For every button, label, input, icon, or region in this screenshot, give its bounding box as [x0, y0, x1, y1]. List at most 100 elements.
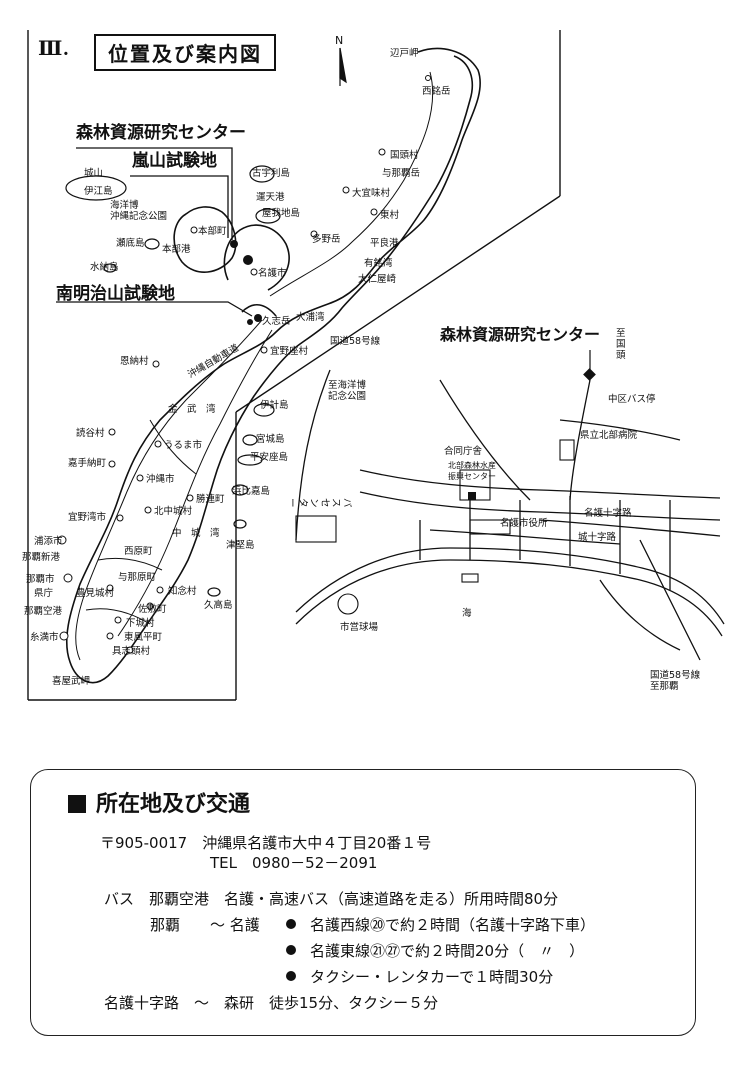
walk-line: 名護十字路 ～ 森研 徒歩15分、タクシー５分 [104, 994, 439, 1012]
place-henza: 平安座島 [250, 451, 288, 463]
place-kyoda: 久志岳 [262, 315, 291, 327]
place-uruma: うるま市 [164, 439, 203, 451]
place-tano: 多野岳 [312, 233, 341, 245]
inset-bus-center: バスセンター [286, 498, 352, 508]
route-from: 那覇 ～ 名護 [150, 916, 260, 934]
callout-leaders [56, 147, 253, 317]
callout-center: 森林資源研究センター [76, 122, 246, 143]
place-onna: 恩納村 [120, 355, 149, 367]
place-hedo: 辺戸岬 [390, 48, 419, 59]
place-okinawa-city: 沖縄市 [146, 473, 175, 485]
place-sesoko: 瀬底島 [116, 237, 145, 249]
place-kin-bay: 金 武 湾 [168, 403, 216, 415]
tel-line: TEL 0980－52－2091 [210, 854, 378, 872]
place-kadena: 嘉手納町 [68, 457, 107, 469]
place-shimotomigusuku: 下城村 [126, 617, 155, 629]
bullet-dot-icon [286, 945, 296, 955]
inset-city-hall: 名護市役所 [500, 517, 548, 529]
place-yagaji: 屋我地島 [262, 207, 300, 219]
inset-to-expo: 至海洋博記念公園 [328, 379, 367, 402]
inset-map-streets [295, 369, 725, 661]
place-gushikami: 具志頭村 [112, 645, 151, 657]
place-miyagi: 宮城島 [256, 433, 285, 445]
place-unten: 運天港 [256, 191, 285, 203]
callout-arashiyama: 嵐山試験地 [132, 150, 217, 171]
north-arrow-icon [339, 47, 347, 86]
place-nishimine: 西銘岳 [422, 85, 451, 97]
place-hamahiga: 浜比嘉島 [232, 485, 270, 497]
place-chinen: 知念村 [168, 585, 197, 597]
place-nakagusuku-bay: 中 城 湾 [172, 527, 220, 539]
place-kochinda: 東風平町 [124, 631, 163, 643]
inset-bus-stop: 中区バス停 [608, 393, 656, 405]
square-bullet-icon [68, 795, 86, 813]
route-3: タクシー・レンタカーで１時間30分 [286, 966, 553, 987]
route-2: 名護東線㉑㉗で約２時間20分（ 〃 ） [286, 940, 584, 961]
inset-stadium: 市営球場 [340, 621, 379, 633]
inset-route58: 国道58号線 [330, 335, 381, 347]
place-taira: 平良港 [370, 237, 399, 249]
inset-center-label: 森林資源研究センター [440, 325, 600, 344]
map-frame [27, 30, 561, 701]
bus-line: バス 那覇空港 名護・高速バス（高速道路を走る）所用時間80分 [104, 890, 559, 908]
place-katsuren: 勝連町 [196, 493, 225, 505]
inset-to-naha: 国道58号線至那覇 [650, 669, 701, 692]
place-arume: 有銘湾 [364, 257, 393, 269]
section-number: Ⅲ. [38, 38, 70, 60]
bullet-dot-icon [286, 919, 296, 929]
inset-crossing2: 城十字路 [578, 531, 617, 543]
place-sashiki: 佐敷町 [138, 603, 167, 615]
place-shiroyama: 城山 [84, 168, 103, 179]
place-ogimi: 大宜味村 [352, 187, 391, 199]
okinawa-island-outline [65, 47, 481, 684]
inset-sea: 海 [462, 607, 472, 619]
place-higashi: 東村 [380, 209, 400, 221]
place-kyan: 喜屋武岬 [52, 675, 90, 687]
inset-hospital: 県立北部病院 [580, 429, 638, 441]
place-yomitan: 読谷村 [76, 427, 105, 439]
place-kunigami: 国頭村 [390, 149, 419, 161]
place-expressway: 沖縄自動車道 [186, 341, 242, 380]
place-kouri: 古宇利島 [252, 167, 290, 179]
place-minna: 水納島 [90, 261, 119, 273]
place-ie: 伊江島 [84, 185, 113, 197]
access-info-box [30, 769, 696, 1036]
place-naha-airport: 那覇空港 [24, 605, 63, 617]
place-nago: 名護市 [258, 267, 287, 279]
place-motobu-port: 本部港 [162, 243, 191, 255]
callout-minami-meiji: 南明治山試験地 [56, 283, 175, 304]
inset-forest-center: 北部森林水産振興センター [448, 460, 496, 481]
location-map: N [22, 30, 725, 701]
place-yonabaru: 与那原町 [118, 572, 157, 583]
section-title: 位置及び案内図 [94, 34, 276, 71]
address-line: 〒905-0017 沖縄県名護市大中４丁目20番１号 [100, 834, 432, 852]
place-urasoe: 浦添市 [34, 535, 63, 547]
place-naha-shinko: 那覇新港 [22, 551, 61, 563]
inset-gov-office: 合同庁舎 [444, 445, 483, 457]
place-oura: 大浦湾 [296, 311, 325, 323]
place-tsuken: 津堅島 [226, 539, 255, 551]
place-nishihara: 西原町 [124, 546, 153, 557]
place-ikei: 伊計島 [260, 399, 289, 411]
route-1: 名護西線⑳で約２時間（名護十字路下車） [286, 914, 595, 935]
place-kaiyohaku: 海洋博沖縄記念公園 [110, 199, 167, 222]
place-kitanakagusuku: 北中城村 [154, 505, 193, 517]
place-onisaku: 大仁屋崎 [358, 273, 397, 285]
town-markers [57, 75, 431, 654]
access-title: 所在地及び交通 [68, 786, 250, 818]
inset-crossing1: 名護十字路 [584, 507, 632, 519]
place-ginoza: 宜野座村 [270, 345, 309, 357]
place-kudaka: 久高島 [204, 599, 233, 611]
north-label: N [335, 34, 343, 47]
place-ginowan: 宜野湾市 [68, 511, 107, 523]
site-markers [230, 240, 262, 325]
bullet-dot-icon [286, 971, 296, 981]
roads-main [75, 71, 434, 661]
place-itoman: 糸満市 [30, 631, 59, 643]
place-motobu-cho: 本部町 [198, 225, 227, 237]
place-kencho: 県庁 [34, 587, 54, 599]
islands [65, 165, 281, 597]
inset-to-kunigami: 至国頭 [616, 328, 626, 361]
place-tomigusuku: 豊見城村 [76, 587, 115, 599]
place-yonaha: 与那覇岳 [382, 167, 420, 179]
